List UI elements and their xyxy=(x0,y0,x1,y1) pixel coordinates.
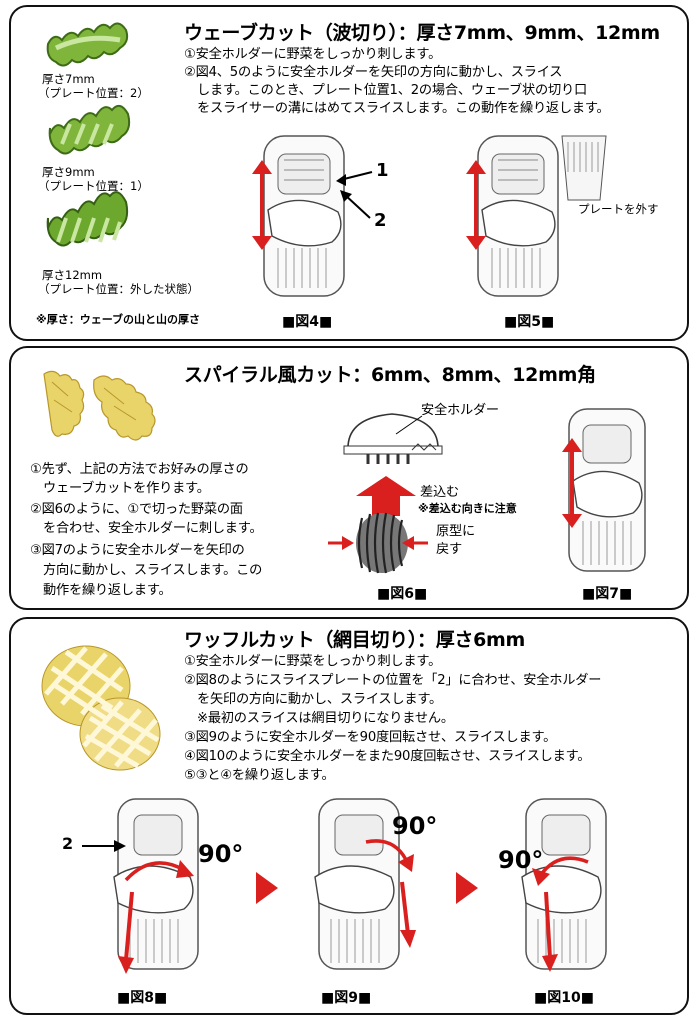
red-double-arrow-icon xyxy=(466,160,486,250)
plate-position-1-label: 1 xyxy=(376,160,389,181)
sample-12mm-plate: （プレート位置：外した状態） xyxy=(38,282,199,296)
slicer-figure-7 xyxy=(568,408,646,572)
figure-10-caption: ■図10■ xyxy=(534,990,594,1006)
waffle-step-1: ①安全ホルダーに野菜をしっかり刺します。 xyxy=(184,654,442,669)
spiral-step-3c: 動作を繰り返します。 xyxy=(30,583,172,598)
figure-5-caption: ■図5■ xyxy=(504,314,555,330)
next-step-arrow-icon xyxy=(256,872,278,904)
wave-cut-title: ウェーブカット（波切り）：厚さ7mm、9mm、12mm xyxy=(184,22,660,44)
slicer-figure-5 xyxy=(477,135,559,297)
spiral-step-2: ②図6のように、①で切った野菜の面 xyxy=(30,502,243,517)
waffle-cut-title: ワッフルカット（網目切り）：厚さ6mm xyxy=(184,629,526,651)
rotation-angle-label: 90° xyxy=(498,846,544,874)
sample-7mm-label: 厚さ7mm xyxy=(42,72,95,86)
figure-4-caption: ■図4■ xyxy=(282,314,333,330)
remove-plate-label: プレートを外す xyxy=(578,202,659,216)
reshape-label-1: 原型に xyxy=(436,524,475,539)
wave-step-1: ①安全ホルダーに野菜をしっかり刺します。 xyxy=(184,47,442,62)
safety-holder-label: 安全ホルダー xyxy=(421,403,499,418)
rotation-angle-label: 90° xyxy=(392,812,438,840)
figure-9-caption: ■図9■ xyxy=(321,990,372,1006)
red-double-arrow-icon xyxy=(562,438,582,528)
pointer-arrow-icon xyxy=(82,840,126,852)
waffle-step-3: ③図9のように安全ホルダーを90度回転させ、スライスします。 xyxy=(184,730,557,745)
insert-label: 差込む xyxy=(420,485,459,500)
waffle-step-2: ②図8のようにスライスプレートの位置を「2」に合わせ、安全ホルダー xyxy=(184,673,602,688)
waffle-step-4: ④図10のように安全ホルダーをまた90度回転させ、スライスします。 xyxy=(184,749,591,764)
waffle-step-2b: を矢印の方向に動かし、スライスします。 xyxy=(184,692,443,707)
wave-step-2c: をスライサーの溝にはめてスライスします。この動作を繰り返します。 xyxy=(184,101,610,116)
cucumber-slice-9mm-image xyxy=(48,104,131,155)
insert-direction-note: ※差込む向きに注意 xyxy=(418,502,517,515)
red-rotation-arrow-icon xyxy=(532,856,589,972)
pointer-arrow-icon xyxy=(336,171,373,219)
wave-sliced-vegetable-image xyxy=(328,512,428,574)
figure-7-caption: ■図7■ xyxy=(582,586,633,602)
red-up-arrow-icon xyxy=(356,476,416,516)
rotation-angle-label: 90° xyxy=(198,840,244,868)
figure-6-caption: ■図6■ xyxy=(377,586,428,602)
safety-holder-image xyxy=(343,413,443,464)
thickness-note: ※厚さ：ウェーブの山と山の厚さ xyxy=(36,313,201,326)
sample-7mm-plate: （プレート位置：2） xyxy=(38,86,149,100)
removed-plate-image xyxy=(561,135,607,201)
spiral-step-2b: を合わせ、安全ホルダーに刺します。 xyxy=(30,521,263,536)
spiral-step-1: ①先ず、上記の方法でお好みの厚さの xyxy=(30,462,249,477)
next-step-arrow-icon xyxy=(456,872,478,904)
reshape-label-2: 戻す xyxy=(436,542,462,557)
plate-position-2-label: 2 xyxy=(374,210,387,231)
waffle-step-5: ⑤③と④を繰り返します。 xyxy=(184,768,335,783)
sample-12mm-label: 厚さ12mm xyxy=(42,268,103,282)
spiral-potato-image xyxy=(43,370,156,441)
sample-9mm-plate: （プレート位置：1） xyxy=(38,179,149,193)
sample-9mm-label: 厚さ9mm xyxy=(42,165,95,179)
spiral-step-1b: ウェーブカットを作ります。 xyxy=(30,481,210,496)
plate-position-2-label: 2 xyxy=(62,834,74,853)
wave-step-2: ②図4、5のように安全ホルダーを矢印の方向に動かし、スライス xyxy=(184,65,563,80)
red-double-arrow-icon xyxy=(252,160,272,250)
figure-8-caption: ■図8■ xyxy=(117,990,168,1006)
cucumber-slice-12mm-image xyxy=(46,191,129,247)
waffle-step-2-note: ※最初のスライスは網目切りになりません。 xyxy=(184,711,454,726)
spiral-step-3b: 方向に動かし、スライスします。この xyxy=(30,563,263,578)
slicer-figure-4 xyxy=(263,135,345,297)
spiral-cut-title: スパイラル風カット：6mm、8mm、12mm角 xyxy=(184,364,596,386)
wave-step-2b: します。このとき、プレート位置1、2の場合、ウェーブ状の切り口 xyxy=(184,83,587,98)
red-rotation-arrow-icon xyxy=(365,839,416,948)
cucumber-slice-7mm-image xyxy=(46,22,129,67)
red-rotation-arrow-icon xyxy=(118,860,194,974)
slicer-figure-8 xyxy=(113,798,199,970)
spiral-step-3: ③図7のように安全ホルダーを矢印の xyxy=(30,543,245,558)
waffle-potato-image xyxy=(41,645,161,771)
